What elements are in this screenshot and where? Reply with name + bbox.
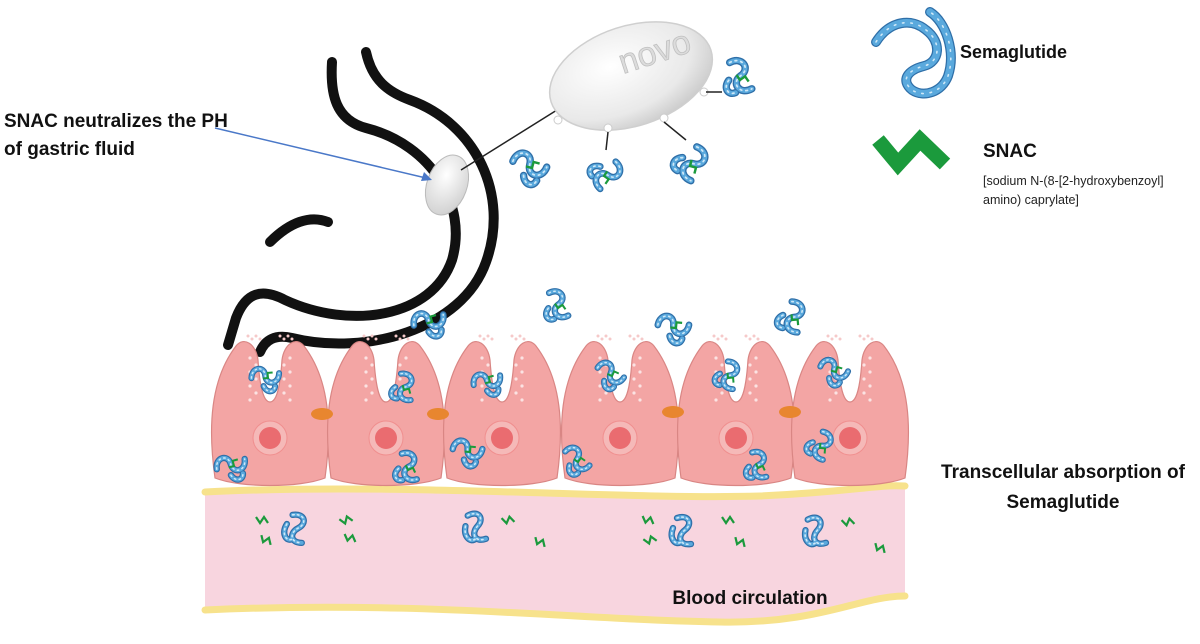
semaglutide-snac-complex bbox=[388, 370, 415, 404]
snac-molecule bbox=[534, 536, 546, 548]
semaglutide-label: Semaglutide bbox=[960, 42, 1068, 62]
semaglutide-snac-complex bbox=[654, 312, 693, 347]
semaglutide-snac-complex bbox=[509, 149, 551, 189]
semaglutide-snac-complex bbox=[410, 310, 447, 340]
semaglutide-snac-complex bbox=[817, 356, 852, 389]
semaglutide-molecule bbox=[801, 514, 830, 548]
semaglutide-snac-complex bbox=[392, 449, 420, 484]
snac-molecule bbox=[641, 515, 655, 525]
semaglutide-legend-icon bbox=[871, 7, 956, 99]
semaglutide-snac-complex bbox=[669, 143, 709, 185]
tablet-enlarged: novo bbox=[548, 21, 722, 151]
tight-junction bbox=[779, 406, 801, 418]
snac-molecule bbox=[642, 534, 658, 546]
snac-molecule bbox=[255, 515, 269, 525]
semaglutide-molecule bbox=[668, 513, 695, 548]
zoom-connector bbox=[460, 104, 566, 171]
semaglutide-snac-complex bbox=[594, 359, 628, 393]
epithelial-cell bbox=[210, 334, 330, 487]
tight-junction bbox=[311, 408, 333, 420]
snac-molecule bbox=[343, 533, 357, 543]
snac-molecule bbox=[721, 515, 735, 525]
blood-circulation-label: Blood circulation bbox=[672, 588, 828, 609]
snac-molecule bbox=[260, 534, 272, 546]
blood-vessel bbox=[205, 485, 905, 623]
membrane-bottom bbox=[201, 592, 909, 626]
epithelial-cell bbox=[326, 334, 446, 487]
epithelial-cells bbox=[210, 334, 910, 487]
epithelial-cell bbox=[560, 334, 680, 487]
snac-molecule bbox=[500, 514, 516, 526]
membrane-top bbox=[201, 482, 909, 501]
absorbed-complexes bbox=[213, 288, 852, 484]
snac-legend-icon bbox=[872, 129, 951, 176]
snac-molecule bbox=[874, 542, 886, 554]
epithelial-cell bbox=[676, 334, 796, 487]
snac-neutralizes-label: SNAC neutralizes the PH of gastric fluid bbox=[4, 111, 228, 160]
transcellular-label: Transcellular absorption of Semaglutide bbox=[941, 462, 1185, 513]
semaglutide-snac-complex bbox=[586, 158, 624, 193]
semaglutide-snac-complex bbox=[773, 298, 806, 336]
tight-junction bbox=[427, 408, 449, 420]
snac-label: SNAC bbox=[983, 141, 1037, 162]
semaglutide-snac-complex bbox=[213, 454, 248, 483]
semaglutide-snac-complex bbox=[449, 437, 486, 470]
semaglutide-snac-complex bbox=[562, 444, 593, 478]
semaglutide-molecule bbox=[461, 510, 490, 544]
pointer-arrow bbox=[214, 127, 432, 181]
semaglutide-snac-complex bbox=[543, 288, 572, 323]
tablet-complexes bbox=[509, 57, 756, 193]
snac-molecule bbox=[338, 514, 354, 526]
semaglutide-snac-complex bbox=[470, 371, 504, 398]
epithelial-cell bbox=[442, 334, 562, 487]
blood-molecules bbox=[255, 510, 886, 554]
semaglutide-snac-complex bbox=[722, 57, 756, 97]
tight-junction bbox=[662, 406, 684, 418]
semaglutide-snac-complex bbox=[742, 448, 770, 481]
epithelial-cell bbox=[790, 334, 910, 487]
semaglutide-molecule bbox=[281, 511, 307, 547]
snac-molecule bbox=[840, 516, 856, 528]
snac-chemical-name: [sodium N-(8-[2-hydroxybenzoyl] amino) c… bbox=[983, 174, 1164, 207]
semaglutide-snac-complex bbox=[248, 365, 283, 395]
semaglutide-snac-complex bbox=[711, 358, 741, 393]
snac-molecule bbox=[734, 536, 746, 548]
tight-junctions bbox=[311, 406, 801, 420]
semaglutide-snac-complex bbox=[803, 428, 834, 463]
